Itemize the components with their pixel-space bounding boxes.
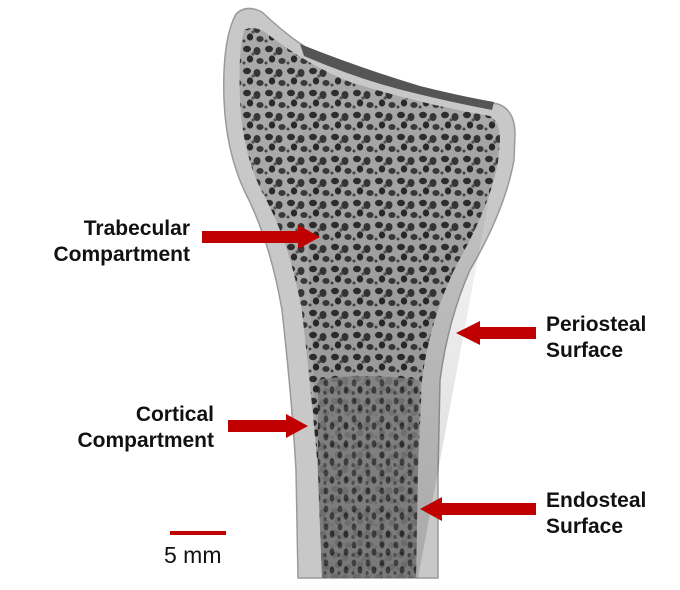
periosteal-label: Periosteal Surface [546, 312, 676, 364]
cortical-label: Cortical Compartment [30, 402, 214, 454]
cortical-label-line1: Cortical [30, 402, 214, 428]
periosteal-label-line2: Surface [546, 338, 676, 364]
periosteal-arrow [456, 321, 536, 345]
endosteal-label-line2: Surface [546, 514, 676, 540]
periosteal-label-line1: Periosteal [546, 312, 676, 338]
scale-bar-label: 5 mm [164, 542, 222, 569]
trabecular-label-line1: Trabecular [40, 216, 190, 242]
cortical-label-line2: Compartment [30, 428, 214, 454]
endosteal-label: Endosteal Surface [546, 488, 676, 540]
endosteal-label-line1: Endosteal [546, 488, 676, 514]
trabecular-label-line2: Compartment [40, 242, 190, 268]
trabecular-label: Trabecular Compartment [40, 216, 190, 268]
scale-bar [170, 531, 226, 535]
endosteal-arrow [420, 497, 536, 521]
